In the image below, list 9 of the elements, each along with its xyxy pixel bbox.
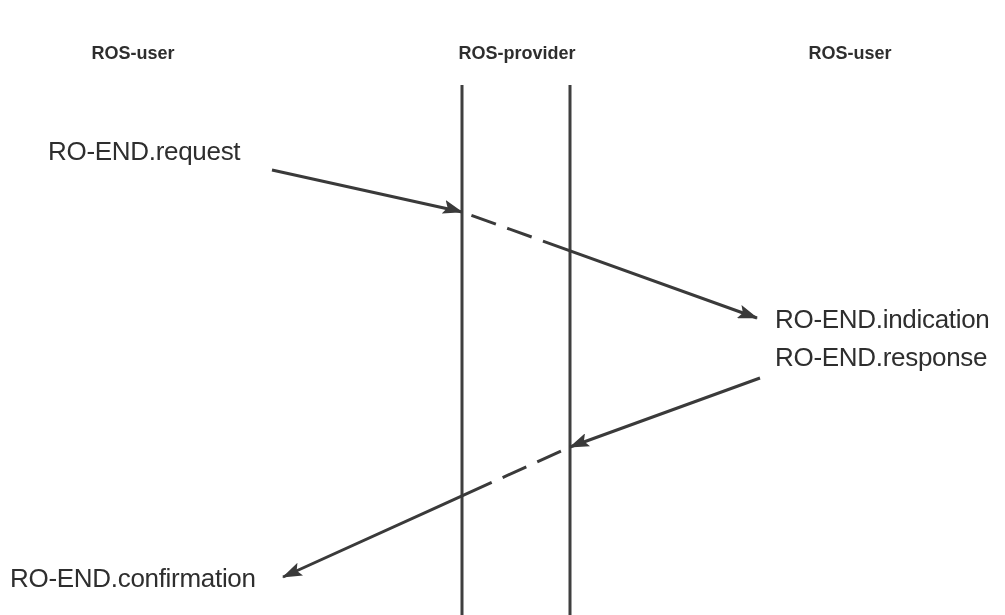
primitive-label: RO-END.request	[48, 136, 241, 166]
primitive-label: RO-END.confirmation	[10, 563, 256, 593]
primitive-label: RO-END.indication	[775, 304, 990, 334]
arrow	[271, 168, 758, 320]
column-heading: ROS-provider	[458, 43, 576, 63]
column-heading: ROS-user	[91, 43, 175, 63]
arrow	[282, 376, 761, 579]
primitive-label: RO-END.response	[775, 342, 988, 372]
column-heading: ROS-user	[808, 43, 892, 63]
